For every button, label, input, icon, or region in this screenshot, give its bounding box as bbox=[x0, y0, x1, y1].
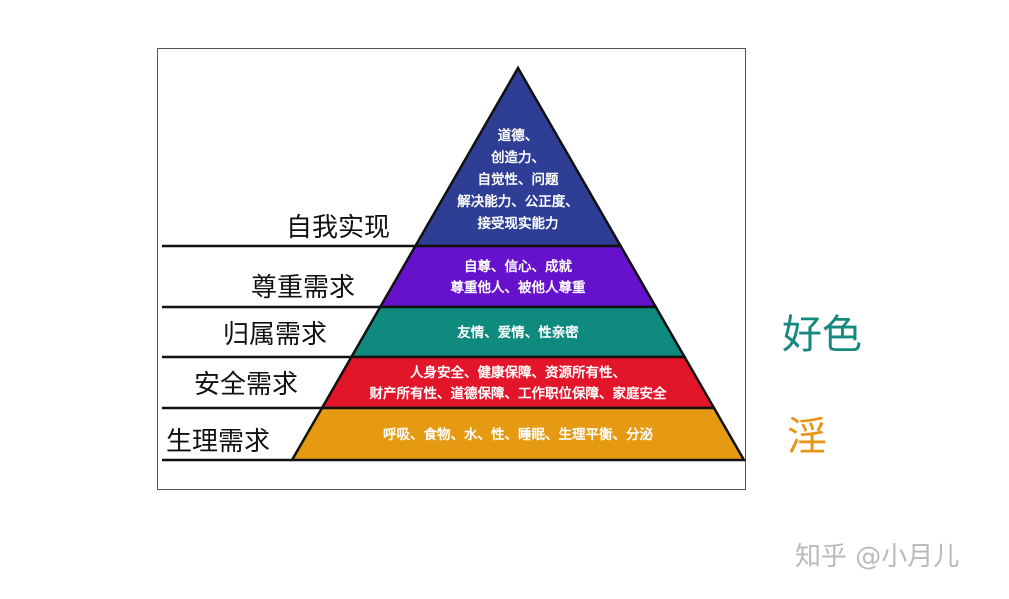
band-text-line: 尊重他人、被他人尊重 bbox=[451, 279, 586, 296]
band-text-line: 自尊、信心、成就 bbox=[464, 258, 572, 275]
level-label: 尊重需求 bbox=[251, 273, 355, 303]
band-text-line: 道德、 bbox=[498, 127, 539, 144]
watermark: 知乎 @小月儿 bbox=[795, 542, 959, 572]
band-text-line: 财产所有性、道德保障、工作职位保障、家庭安全 bbox=[369, 385, 667, 402]
band-text-line: 人身安全、健康保障、资源所有性、 bbox=[410, 364, 626, 381]
band-text-line: 解决能力、公正度、 bbox=[457, 193, 579, 210]
level-label: 归属需求 bbox=[223, 320, 327, 350]
level-label: 安全需求 bbox=[194, 370, 298, 400]
band-text-line: 友情、爱情、性亲密 bbox=[457, 324, 579, 341]
level-label: 生理需求 bbox=[166, 427, 270, 457]
side-label-yin: 淫 bbox=[787, 414, 827, 460]
pyramid-band-5 bbox=[289, 406, 747, 462]
side-label-haose: 好色 bbox=[782, 312, 862, 358]
pyramid-band-2 bbox=[378, 244, 658, 309]
band-text-line: 自觉性、问题 bbox=[478, 171, 559, 188]
band-text-line: 呼吸、食物、水、性、睡眠、生理平衡、分泌 bbox=[383, 426, 653, 443]
band-text-line: 创造力、 bbox=[490, 149, 545, 166]
level-label: 自我实现 bbox=[286, 213, 390, 243]
band-text-line: 接受现实能力 bbox=[478, 215, 559, 232]
